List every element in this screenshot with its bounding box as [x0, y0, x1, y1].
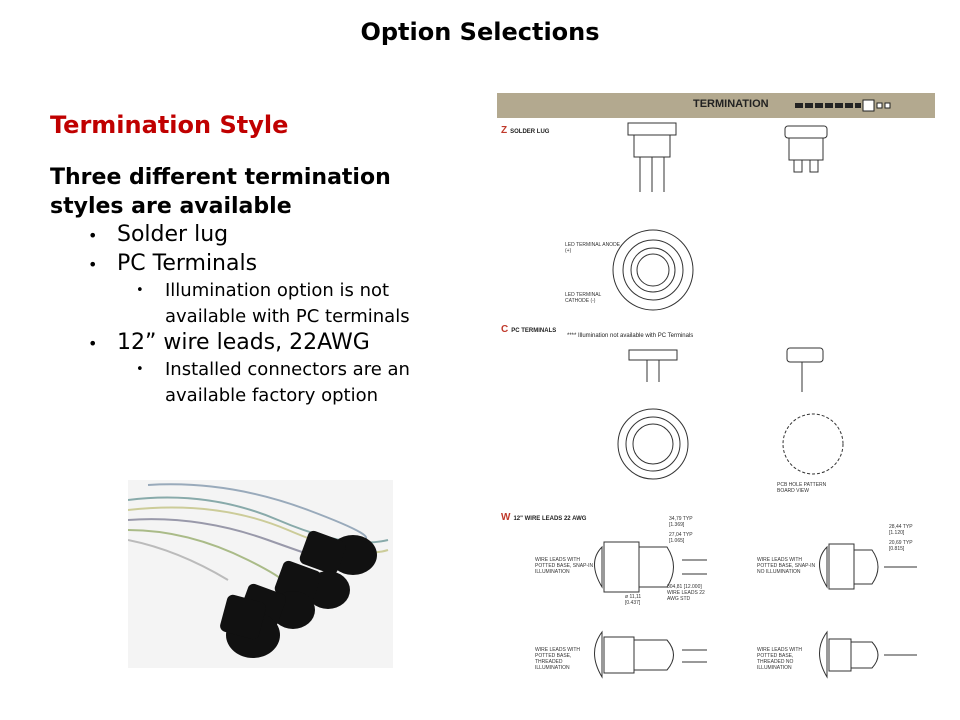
sub-bullet-item: • Installed connectors are an available f…	[136, 357, 466, 409]
bullet-item: • PC Terminals	[88, 251, 257, 276]
wire-snapin-illum-caption: WIRE LEADS WITH POTTED BASE, SNAP-IN ILL…	[535, 557, 594, 575]
bullet-icon: •	[136, 362, 144, 377]
bullet-icon: •	[136, 283, 144, 298]
intro-text: Three different termination styles are a…	[50, 165, 391, 219]
dim-28-44: 28,44 TYP [1.120]	[889, 524, 913, 536]
cathode-caption: LED TERMINAL CATHODE (-)	[565, 292, 602, 304]
pc-terminal-note: **** Illumination not available with PC …	[567, 333, 694, 339]
bullet-item: • 12” wire leads, 22AWG	[88, 330, 370, 355]
bullet-text: 12” wire leads, 22AWG	[117, 330, 370, 355]
bullet-item: • Solder lug	[88, 222, 228, 247]
bullet-text: Solder lug	[117, 222, 229, 247]
dim-wire-length: 304,81 [12.000] WIRE LEADS 22 AWG STD	[667, 584, 705, 602]
product-photo	[127, 480, 393, 668]
bullet-icon: •	[88, 255, 98, 274]
technical-drawing-lines	[594, 122, 917, 679]
part-code-icon	[795, 99, 891, 112]
bullet-icon: •	[88, 226, 98, 245]
wire-threaded-noillum-caption: WIRE LEADS WITH POTTED BASE, THREADED NO…	[757, 647, 803, 671]
sub-bullet-item: • Illumination option is not available wi…	[136, 278, 466, 330]
pcb-pattern-caption: PCB HOLE PATTERN BOARD VIEW	[777, 482, 827, 494]
section-heading: Termination Style	[50, 111, 289, 139]
anode-caption: LED TERMINAL ANODE (+)	[565, 242, 621, 254]
bullet-icon: •	[88, 334, 98, 353]
wire-threaded-illum-caption: WIRE LEADS WITH POTTED BASE, THREADED IL…	[535, 647, 581, 671]
dim-34-79: 34,79 TYP [1.369]	[669, 516, 693, 528]
sub-bullet-text: Installed connectors are an available fa…	[165, 359, 410, 406]
drawing-header: TERMINATION	[497, 93, 935, 118]
dim-diameter: ø 11,11 [0.437]	[625, 594, 642, 606]
dim-27-04: 27,04 TYP [1.065]	[669, 532, 693, 544]
drawing-header-label: TERMINATION	[693, 98, 769, 110]
slide-title: Option Selections	[360, 18, 600, 46]
sub-bullet-text: Illumination option is not available wit…	[165, 280, 410, 327]
dim-20-69: 20,69 TYP [0.815]	[889, 540, 913, 552]
wire-snapin-noillum-caption: WIRE LEADS WITH POTTED BASE, SNAP-IN NO …	[757, 557, 816, 575]
bullet-text: PC Terminals	[117, 251, 258, 276]
